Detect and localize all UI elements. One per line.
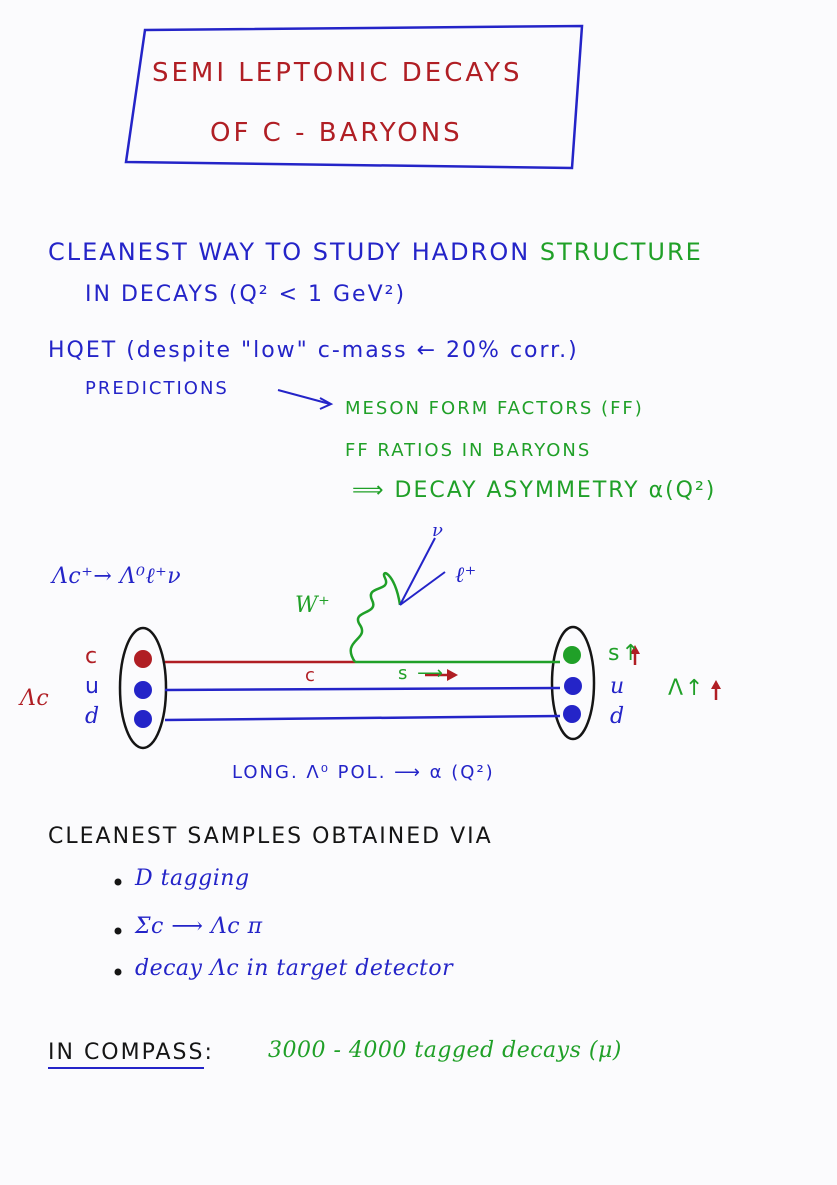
w-boson-label: W⁺ xyxy=(295,593,331,618)
title-line-1: SEMI LEPTONIC DECAYS xyxy=(152,58,523,88)
intro-line-1-green: STRUCTURE xyxy=(539,238,703,266)
neutrino-label: ν xyxy=(432,520,444,541)
bullet-dot xyxy=(114,927,122,935)
w-boson-line xyxy=(349,572,402,663)
right-quark-d: d xyxy=(610,704,625,729)
lambda-hadron-outline xyxy=(550,625,596,741)
daughter-hadron-label: Λ↑ xyxy=(668,676,706,701)
polarization-label: LONG. Λ⁰ POL. ⟶ α (Q²) xyxy=(232,762,495,783)
u-quark-dot xyxy=(134,681,152,699)
prediction-item-2: FF RATIOS IN BARYONS xyxy=(345,440,592,461)
d-quark-dot xyxy=(134,710,152,728)
left-quark-c: c xyxy=(85,644,100,669)
d-quark-line xyxy=(164,714,561,722)
sample-bullet-2: Σc ⟶ Λc π xyxy=(135,914,263,939)
s-quark-dot xyxy=(563,646,581,664)
title-box xyxy=(124,24,584,170)
c-quark-dot xyxy=(134,650,152,668)
reaction-label: Λc⁺→ Λ⁰ℓ⁺ν xyxy=(52,564,182,589)
sample-bullet-3: decay Λc in target detector xyxy=(135,956,454,981)
prediction-item-3: ⟹ DECAY ASYMMETRY α(Q²) xyxy=(352,478,717,503)
intro-line-1: CLEANEST WAY TO STUDY HADRON STRUCTURE xyxy=(48,240,703,264)
u-quark-line xyxy=(164,686,561,692)
s-line-label: s ⟶ xyxy=(398,663,445,684)
left-quark-d: d xyxy=(85,704,100,729)
c-line-label: c xyxy=(305,665,317,686)
predictions-arrow xyxy=(277,389,331,405)
predictions-label: PREDICTIONS xyxy=(85,378,229,399)
title-line-2: OF C - BARYONS xyxy=(210,118,463,148)
neutrino-line xyxy=(399,537,436,606)
compass-value: 3000 - 4000 tagged decays (μ) xyxy=(268,1038,622,1063)
d-quark-dot-right xyxy=(563,705,581,723)
prediction-item-1: MESON FORM FACTORS (FF) xyxy=(345,398,644,419)
left-quark-u: u xyxy=(85,674,101,699)
u-quark-dot-right xyxy=(564,677,582,695)
parent-hadron-label: Λc xyxy=(20,686,50,711)
samples-heading: CLEANEST SAMPLES OBTAINED VIA xyxy=(48,824,493,849)
sample-bullet-1: D tagging xyxy=(135,866,250,891)
lepton-label: ℓ⁺ xyxy=(455,563,477,588)
intro-line-2: IN DECAYS (Q² < 1 GeV²) xyxy=(85,282,407,307)
right-quark-u: u xyxy=(610,674,625,699)
lambda-c-hadron-outline xyxy=(118,626,168,750)
bullet-dot xyxy=(114,878,122,886)
compass-colon: : xyxy=(204,1040,214,1065)
lepton-line xyxy=(399,571,446,606)
compass-label: IN COMPASS xyxy=(48,1040,205,1069)
bullet-dot xyxy=(114,968,122,976)
compass-line: IN COMPASS: xyxy=(48,1040,214,1069)
right-quark-s: s↑ xyxy=(608,641,642,666)
intro-line-1-blue: CLEANEST WAY TO STUDY HADRON xyxy=(48,238,531,266)
hqet-line: HQET (despite "low" c-mass ← 20% corr.) xyxy=(48,338,579,363)
